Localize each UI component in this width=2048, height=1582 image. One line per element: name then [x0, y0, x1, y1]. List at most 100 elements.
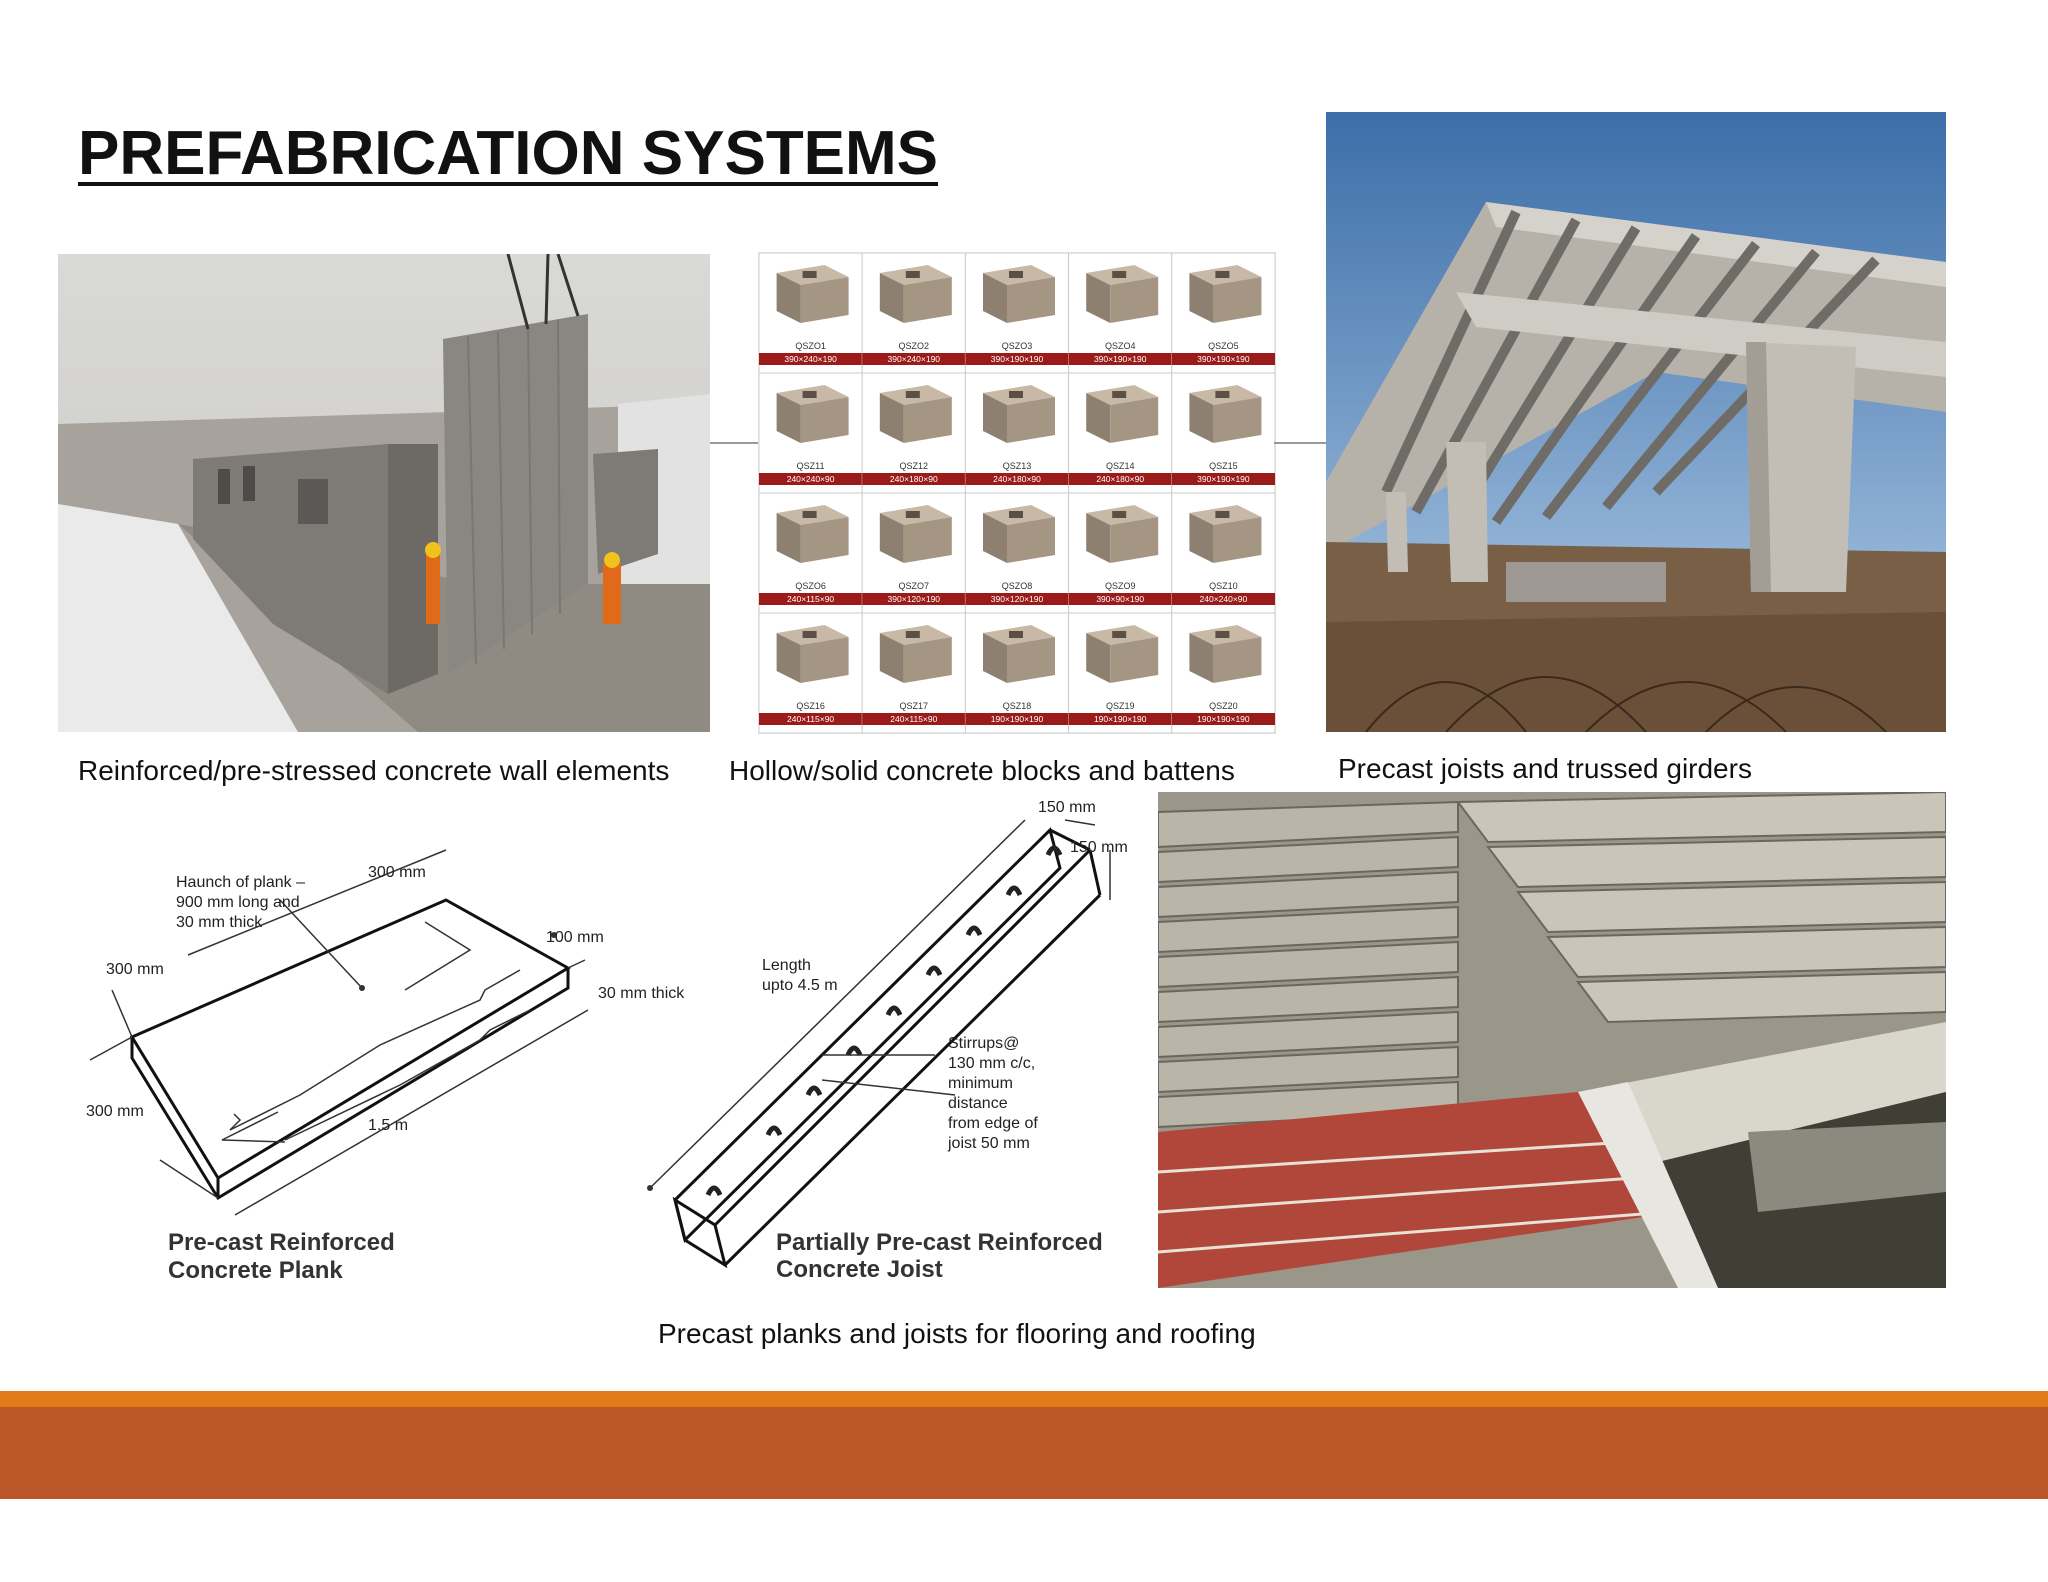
block-code: QSZ19 [1106, 701, 1135, 711]
block-label-bar [1068, 593, 1172, 605]
block-dimensions: 240×240×90 [1200, 594, 1248, 604]
block-cell: QSZ20 190×190×190 [1171, 612, 1275, 733]
block-code: QSZO9 [1105, 581, 1136, 591]
joist-dim-150-side: 150 mm [1070, 839, 1128, 856]
block-label-bar [1068, 713, 1172, 725]
caption-planks-joists: Precast planks and joists for flooring a… [658, 1318, 1256, 1349]
block-label-bar [759, 713, 863, 725]
joist-drawing [672, 827, 1102, 1269]
connector-line-1 [710, 442, 758, 444]
plank-dim-300-left: 300 mm [106, 961, 164, 978]
block-dimensions: 190×190×190 [1197, 714, 1250, 724]
block-code: QSZ18 [1003, 701, 1032, 711]
block-label-bar [1171, 593, 1275, 605]
block-cell: QSZ13 240×180×90 [964, 372, 1070, 494]
block-dimensions: 240×180×90 [1096, 474, 1144, 484]
block-code: QSZO3 [1002, 341, 1033, 351]
block-dimensions: 190×190×190 [991, 714, 1044, 724]
block-code: QSZO7 [899, 581, 930, 591]
block-dimensions: 240×115×90 [787, 594, 834, 604]
block-label-bar [965, 713, 1069, 725]
block-code: QSZ10 [1209, 581, 1238, 591]
joist-label-2: Concrete Joist [776, 1256, 943, 1283]
joist-stirrup-note-1: Stirrups@ [948, 1035, 1019, 1052]
block-dimensions: 390×190×190 [1197, 354, 1250, 364]
girders-photo [1326, 112, 1946, 732]
block-cell: QSZO3 390×190×190 [964, 253, 1070, 374]
block-code: QSZ20 [1209, 701, 1238, 711]
footer-band [0, 1407, 2048, 1499]
plank-label-1: Pre-cast Reinforced [168, 1229, 395, 1256]
joist-stirrup-note-6: joist 50 mm [947, 1135, 1030, 1152]
block-code: QSZ12 [900, 461, 929, 471]
block-cell: QSZ17 240×115×90 [861, 612, 966, 733]
plank-haunch-note-1: Haunch of plank – [176, 874, 305, 891]
plank-haunch-note-2: 900 mm long and [176, 894, 300, 911]
block-code: QSZ11 [797, 461, 825, 471]
block-label-bar [862, 593, 966, 605]
wall-elements-photo [58, 254, 710, 732]
planks-roof-photo [1158, 792, 1946, 1288]
block-label-bar [965, 593, 1069, 605]
block-dimensions: 240×115×90 [890, 714, 937, 724]
block-code: QSZO4 [1105, 341, 1136, 351]
plank-haunch-note-3: 30 mm thick [176, 914, 263, 931]
block-code: QSZO1 [795, 341, 826, 351]
footer-band-accent [0, 1391, 2048, 1407]
plank-dim-length: 1.5 m [368, 1117, 408, 1134]
joist-label-1: Partially Pre-cast Reinforced [776, 1229, 1103, 1256]
block-cell: QSZO7 390×120×190 [861, 492, 966, 614]
block-label-bar [759, 353, 863, 365]
block-label-bar [1068, 473, 1172, 485]
plank-dim-30-thick: 30 mm thick [598, 985, 685, 1002]
block-cell: QSZO6 240×115×90 [759, 492, 863, 614]
plank-drawing [129, 898, 571, 1201]
block-label-bar [759, 593, 863, 605]
block-code: QSZO2 [899, 341, 930, 351]
block-code: QSZ17 [900, 701, 929, 711]
plank-dim-300-top: 300 mm [368, 864, 426, 881]
block-code: QSZO5 [1208, 341, 1239, 351]
block-code: QSZ15 [1209, 461, 1238, 471]
joist-dim-150-top: 150 mm [1038, 799, 1096, 816]
joist-stirrup-note-2: 130 mm c/c, [948, 1055, 1035, 1072]
plank-label-2: Concrete Plank [168, 1257, 343, 1284]
block-cell: QSZ18 190×190×190 [964, 612, 1070, 733]
block-code: QSZ16 [796, 701, 825, 711]
block-dimensions: 390×120×190 [991, 594, 1044, 604]
block-label-bar [862, 713, 966, 725]
block-label-bar [862, 473, 966, 485]
block-dimensions: 390×90×190 [1096, 594, 1144, 604]
block-label-bar [1068, 353, 1172, 365]
caption-wall-elements: Reinforced/pre-stressed concrete wall el… [78, 755, 670, 786]
block-label-bar [862, 353, 966, 365]
joist-length-note-1: Length [762, 957, 811, 974]
block-dimensions: 390×190×190 [991, 354, 1044, 364]
block-dimensions: 390×120×190 [888, 594, 941, 604]
caption-concrete-blocks: Hollow/solid concrete blocks and battens [729, 755, 1235, 786]
block-dimensions: 240×180×90 [890, 474, 938, 484]
plank-joist-diagram: Haunch of plank – 900 mm long and 30 mm … [50, 790, 1160, 1310]
joist-stirrup-note-4: distance [948, 1095, 1008, 1112]
block-cell: QSZ12 240×180×90 [861, 372, 966, 494]
block-code: QSZ13 [1003, 461, 1032, 471]
block-dimensions: 240×180×90 [993, 474, 1041, 484]
block-cell: QSZ10 240×240×90 [1171, 492, 1275, 614]
connector-line-2 [1274, 442, 1326, 444]
plank-dim-100: 100 mm [546, 929, 604, 946]
block-label-bar [1171, 353, 1275, 365]
caption-girders: Precast joists and trussed girders [1338, 753, 1752, 784]
joist-stirrup-note-5: from edge of [948, 1115, 1038, 1132]
block-label-bar [965, 473, 1069, 485]
block-label-bar [1171, 713, 1275, 725]
block-code: QSZO6 [795, 581, 826, 591]
